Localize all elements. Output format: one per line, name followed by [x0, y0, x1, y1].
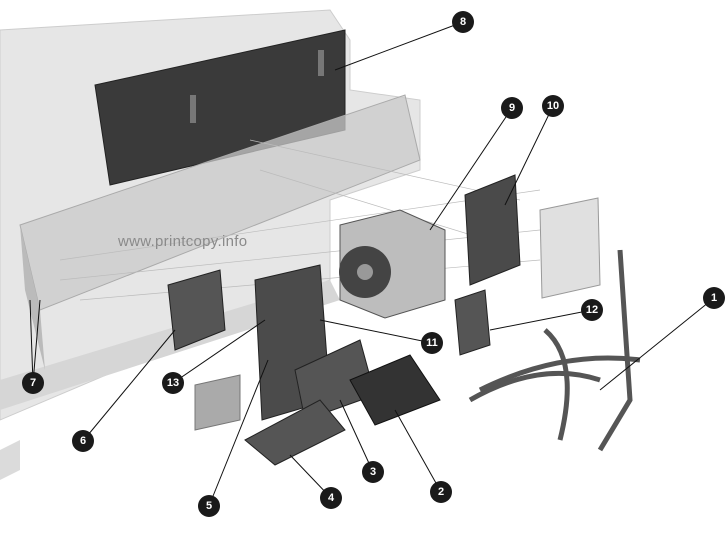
callout-12: 12 [581, 299, 603, 321]
callout-9: 9 [501, 97, 523, 119]
callout-5: 5 [198, 495, 220, 517]
cable-assembly [468, 249, 641, 452]
callout-13: 13 [162, 372, 184, 394]
bracket [194, 374, 241, 431]
hard-drive [454, 289, 491, 356]
callout-3: 3 [362, 461, 384, 483]
callout-6: 6 [72, 430, 94, 452]
power-supply [339, 209, 446, 319]
watermark: www.printcopy.info [118, 233, 248, 250]
callout-11: 11 [421, 332, 443, 354]
callout-8: 8 [452, 11, 474, 33]
cover-plate [539, 197, 601, 299]
card-4 [244, 399, 346, 466]
callout-7: 7 [22, 372, 44, 394]
chassis-beam [19, 94, 421, 311]
callout-2: 2 [430, 481, 452, 503]
card-2 [349, 354, 441, 426]
callout-4: 4 [320, 487, 342, 509]
callout-10: 10 [542, 95, 564, 117]
board-6 [167, 269, 226, 351]
callout-1: 1 [703, 287, 725, 309]
